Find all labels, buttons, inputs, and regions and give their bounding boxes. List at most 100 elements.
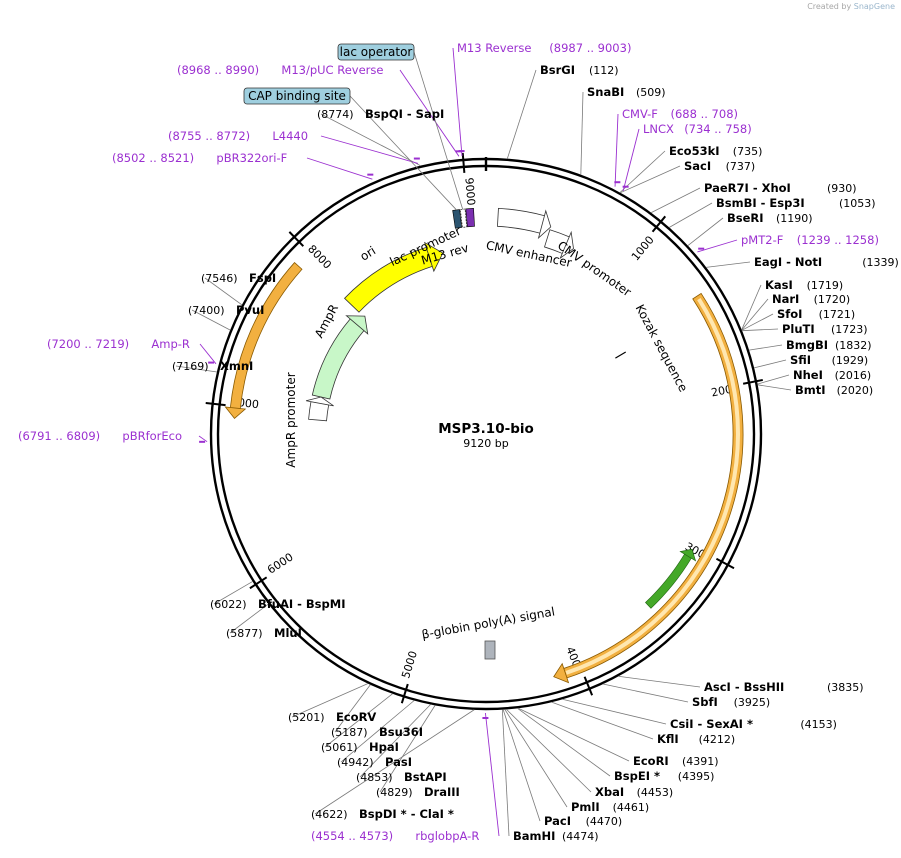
enzyme-leader-28 [359, 704, 431, 778]
enzyme-position: (1929) [832, 354, 869, 367]
enzyme-name: PasI [385, 755, 412, 769]
primer-name: L4440 [272, 129, 308, 143]
enzyme-name: BmtI [795, 383, 826, 397]
enzyme-position: (4942) [337, 756, 374, 769]
enzyme-name: EcoRI [633, 754, 669, 768]
enzyme-leader-14 [757, 374, 790, 385]
primer-site-3: (8502 .. 8521)pBR322ori-F [112, 151, 374, 176]
enzyme-position: (4470) [586, 815, 623, 828]
enzyme-site-10: SfoI(1721) [777, 307, 855, 321]
enzyme-position: (1720) [814, 293, 851, 306]
enzyme-leader-5 [668, 202, 713, 228]
enzyme-name: BsmBI - Esp3I [716, 196, 805, 210]
enzyme-position: (5201) [288, 711, 325, 724]
enzyme-leader-20 [517, 707, 630, 762]
enzyme-site-3: SacI(737) [684, 159, 755, 173]
enzyme-name: BsrGI [540, 63, 575, 77]
enzyme-site-26: (4622) BspDI * - ClaI * [311, 807, 454, 821]
ori-arrow [344, 241, 444, 313]
primer-name: M13 Reverse [457, 41, 531, 55]
enzyme-name: AscI - BssHII [704, 680, 784, 694]
enzyme-name: EagI - NotI [754, 255, 822, 269]
enzyme-leader-8 [741, 284, 762, 331]
tick-mark-7000 [205, 401, 226, 407]
enzyme-position: (735) [733, 145, 763, 158]
enzyme-site-8: KasI(1719) [765, 278, 843, 292]
boxed-feature-label: CAP binding site [248, 89, 346, 103]
primer-range: (8755 .. 8772) [168, 129, 250, 143]
enzyme-site-19: KflI(4212) [657, 732, 735, 746]
enzyme-position: (7400) [188, 304, 225, 317]
enzyme-name: BmgBI [786, 338, 828, 352]
primer-range: (8502 .. 8521) [112, 151, 194, 165]
enzyme-leader-0 [506, 69, 537, 159]
enzyme-name: SfoI [777, 307, 802, 321]
enzyme-position: (4829) [376, 786, 413, 799]
enzyme-position: (4395) [678, 770, 715, 783]
enzyme-position: (3835) [827, 681, 864, 694]
primer-site-9: (4554 .. 4573)rbglobpA-R [311, 716, 489, 843]
enzyme-leader-10 [741, 313, 774, 331]
plasmid-name: MSP3.10-bio [438, 421, 534, 437]
enzyme-site-16: AscI - BssHII (3835) [704, 680, 864, 694]
primer-leader-4 [614, 113, 619, 187]
primer-leader-8 [198, 435, 208, 443]
enzyme-leader-23 [504, 709, 568, 808]
snapgene-credit: Created by SnapGene [807, 2, 895, 11]
enzyme-position: (4622) [311, 808, 348, 821]
credit-prefix: Created by [807, 2, 852, 11]
orf-arrow [553, 292, 744, 684]
primer-range: (4554 .. 4573) [311, 829, 393, 843]
boxed-feature-box [243, 87, 351, 105]
enzyme-site-37: (7546) FspI [201, 271, 276, 285]
primer-site-2: (8755 .. 8772) L4440 [168, 129, 420, 160]
enzyme-name: BstAPI [404, 770, 447, 784]
enzyme-name: HpaI [369, 740, 399, 754]
enzyme-name: BspEI * [614, 769, 660, 783]
enzyme-leader-18 [562, 698, 667, 725]
enzyme-leader-24 [502, 709, 541, 822]
enzyme-position: (5061) [321, 741, 358, 754]
enzyme-position: (5187) [331, 726, 368, 739]
enzyme-site-7: EagI - NotI(1339) [754, 255, 899, 269]
enzyme-position: (4461) [613, 801, 650, 814]
enzyme-position: (4212) [699, 733, 736, 746]
ampr-orf-arrow [224, 261, 303, 419]
lac-operator-block [460, 208, 468, 228]
boxed-feature-leader-1 [349, 95, 457, 211]
enzyme-site-12: BmgBI (1832) [786, 338, 872, 352]
enzyme-site-2: Eco53kI(735) [669, 144, 762, 158]
enzyme-name: PaeR7I - XhoI [704, 181, 791, 195]
enzyme-name: BspDI * - ClaI * [359, 807, 454, 821]
enzyme-site-1: SnaBI(509) [587, 85, 666, 99]
primer-name: Amp-R [151, 337, 190, 351]
ori-label: ori [358, 244, 379, 264]
boxed-feature-label: lac operator [340, 45, 413, 59]
enzyme-position: (1832) [835, 339, 872, 352]
enzyme-name: FspI [249, 271, 276, 285]
enzyme-site-34: (6022)BfuAI - BspMI [210, 597, 345, 611]
primer-range: (734 .. 758) [684, 122, 752, 136]
enzyme-position: (6022) [210, 598, 247, 611]
enzyme-name: EcoRV [336, 710, 376, 724]
enzyme-position: (4853) [356, 771, 393, 784]
enzyme-leader-21 [517, 707, 611, 777]
enzyme-position: (2020) [837, 384, 874, 397]
tick-mark-9000 [461, 152, 466, 173]
boxed-feature-box [337, 43, 415, 61]
enzyme-name: SacI [684, 159, 711, 173]
primer-name: LNCX [643, 122, 674, 136]
tick-mark-4000 [583, 676, 594, 696]
leader-line-group [175, 47, 792, 837]
primer-leader-1 [399, 69, 460, 157]
primer-leader-3 [306, 157, 373, 180]
primer-range: (6791 .. 6809) [18, 429, 100, 443]
cmv-enhancer-arrow [497, 207, 552, 240]
enzyme-position: (7546) [201, 272, 238, 285]
enzyme-position: (4453) [637, 786, 674, 799]
enzyme-site-22: XbaI(4453) [595, 785, 673, 799]
polya-signal-block [484, 640, 496, 660]
enzyme-position: (2016) [835, 369, 872, 382]
enzyme-name: BamHI [513, 829, 555, 843]
enzyme-site-5: BsmBI - Esp3I(1053) [716, 196, 876, 210]
